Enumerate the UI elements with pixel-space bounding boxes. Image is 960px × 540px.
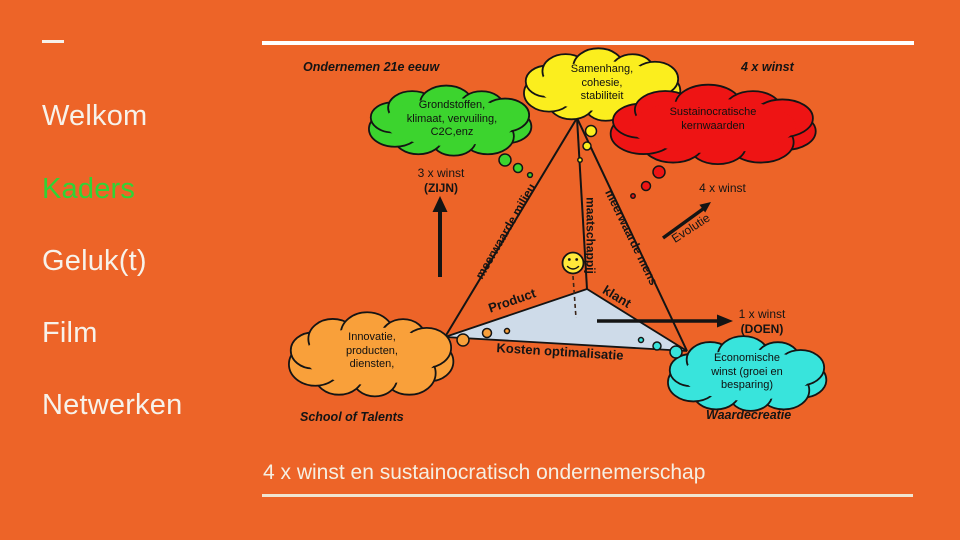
evolutie-winst-label: 4 x winst [699,181,746,195]
diagram-footer-right: Waardecreatie [706,408,792,422]
cloud-green-text: Grondstoffen, klimaat, vervuiling, C2C,e… [406,99,498,138]
inner-label-klant: klant [600,282,634,311]
cloud-red-text: Sustainocratische kernwaarden [669,106,757,132]
sidebar-item-netwerken[interactable]: Netwerken [42,389,183,421]
right-arrow-label: 1 x winst [738,307,786,321]
inner-label-product: Product [486,285,538,316]
inner-label-kosten: Kosten optimalisatie [496,340,624,363]
axis-label-maatschappij: maatschappij [583,197,598,274]
up-arrow-label: 3 x winst [417,166,465,180]
axis-label-mens: meerwaarde mens [602,187,661,288]
cloud-orange-text: Innovatie, producten, diensten, [346,331,398,370]
sidebar-item-welkom[interactable]: Welkom [42,100,148,132]
caption-underline [262,494,913,497]
diagram-footer-left: School of Talents [300,410,404,424]
sidebar-item-film[interactable]: Film [42,317,98,349]
cloud-cyan-text: Economische winst (groei en besparing) [711,352,783,391]
sidebar-item-kaders[interactable]: Kaders [42,173,136,205]
sidebar-item-gelukt[interactable]: Geluk(t) [42,245,147,277]
diagram-header-left: Ondernemen 21e eeuw [303,60,440,74]
axis-label-milieu: meerwaarde milieu [472,180,539,282]
right-arrow-sublabel: (DOEN) [740,322,784,336]
diagram-header-right: 4 x winst [741,60,794,74]
slide-caption: 4 x winst en sustainocratisch ondernemer… [263,461,706,484]
evolutie-label: Evolutie [669,210,713,246]
title-dash [42,40,64,43]
cloud-yellow-text: Samenhang, cohesie, stabiliteit [570,63,634,102]
up-arrow-sublabel: (ZIJN) [424,181,458,195]
diagram-top-rule [262,41,914,45]
